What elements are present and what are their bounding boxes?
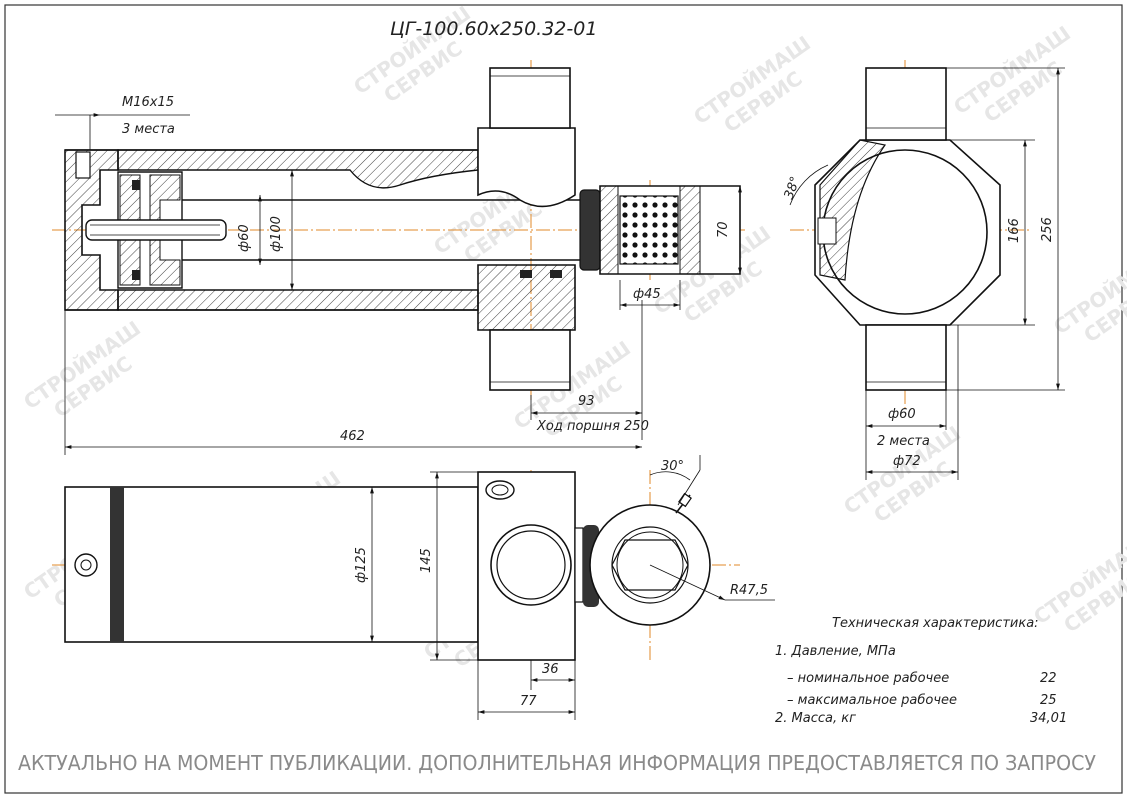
specs-item-pressure: 1. Давление, МПа	[775, 644, 896, 659]
dim-trunnion-qty: 2 места	[877, 434, 930, 449]
barrel-wall-bottom	[117, 289, 479, 311]
dim-d125: ф125	[354, 547, 369, 583]
dim-r47: R47,5	[730, 583, 768, 598]
specs-nominal-label: – номинальное рабочее	[787, 671, 949, 686]
dim-77: 77	[520, 694, 537, 709]
end-view-dimensions: 38° 166 256 ф60 2 места ф72	[782, 67, 1065, 480]
dim-462: 462	[340, 429, 365, 444]
dim-145: 145	[419, 548, 434, 573]
section-dimensions: М16х15 3 места ф60 ф100 70 ф45 93 Ход по…	[55, 95, 742, 455]
dim-rod-d60: ф60	[237, 224, 252, 252]
barrel-band	[110, 487, 124, 642]
barrel-wall-top	[117, 149, 479, 189]
dim-thread-qty: 3 места	[122, 122, 175, 137]
drawing-title: ЦГ-100.60х250.32-01	[390, 18, 597, 40]
end-view	[790, 60, 1030, 410]
head-gland	[477, 264, 576, 331]
drawing-frame	[4, 4, 1123, 794]
dim-36: 36	[542, 662, 559, 677]
dim-bore-d100: ф100	[269, 216, 284, 252]
end-trunnion-bottom	[865, 324, 947, 391]
dim-trunnion-d60: ф60	[888, 407, 916, 422]
dim-angle-30: 30°	[661, 459, 684, 474]
rod-screw	[85, 219, 227, 241]
section-view	[52, 60, 745, 400]
footer-notice: АКТУАЛЬНО НА МОМЕНТ ПУБЛИКАЦИИ. ДОПОЛНИТ…	[18, 751, 1096, 775]
specs-max-label: – максимальное рабочее	[787, 693, 957, 708]
dim-h70: 70	[716, 221, 731, 238]
side-view	[52, 470, 740, 661]
end-plug	[74, 553, 98, 577]
specs-mass-value: 34,01	[1030, 711, 1067, 726]
dim-256: 256	[1040, 217, 1055, 242]
dim-stroke: Ход поршня 250	[536, 419, 649, 434]
oil-port	[485, 480, 515, 500]
dim-166: 166	[1007, 218, 1022, 243]
specs-max-value: 25	[1040, 693, 1057, 708]
dim-d45: ф45	[633, 287, 661, 302]
dim-thread: М16х15	[122, 95, 174, 110]
trunnion-bottom	[489, 329, 571, 391]
dim-angle-38: 38°	[782, 175, 804, 202]
tech-specs: Техническая характеристика: 1. Давление,…	[775, 616, 1067, 726]
barrel-body	[64, 486, 479, 643]
head-block	[477, 127, 576, 208]
specs-nominal-value: 22	[1040, 671, 1057, 686]
side-dimensions: 30° ф125 145 R47,5 36 77	[354, 455, 775, 720]
dim-d72: ф72	[893, 454, 921, 469]
end-trunnion-top	[865, 67, 947, 141]
rod-seal	[579, 189, 601, 271]
specs-heading: Техническая характеристика:	[832, 616, 1039, 631]
specs-item-mass: 2. Масса, кг	[775, 711, 856, 726]
trunnion-top	[489, 67, 571, 129]
dim-93: 93	[578, 394, 595, 409]
bearing-cage	[619, 195, 679, 265]
side-trunnion	[490, 524, 572, 606]
